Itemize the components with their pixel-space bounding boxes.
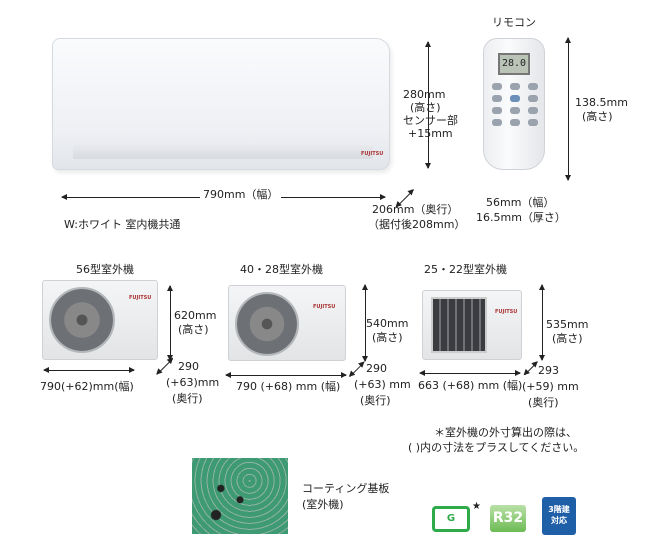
indoor-height: 280mm	[403, 88, 446, 101]
note-line2: ( )内の寸法をプラスしてください。	[408, 441, 585, 454]
indoor-sensor: センサー部	[403, 114, 458, 127]
outdoor-56-height-arrow	[167, 285, 173, 361]
outdoor-25-height-label: (高さ)	[552, 332, 583, 345]
note-line1: ＊室外機の外寸算出の際は、	[434, 426, 577, 439]
three-story-label: 3階建	[548, 505, 570, 514]
pcb-sublabel: (室外機)	[302, 498, 344, 511]
outdoor-56-depth: 290	[178, 360, 199, 373]
remote-height-arrow	[565, 37, 571, 181]
outdoor-40-height: 540mm	[366, 317, 409, 330]
outdoor-25-image: FUJITSU	[422, 290, 522, 360]
three-story-label2: 対応	[551, 516, 567, 525]
outdoor-40-image: FUJITSU	[228, 285, 346, 361]
outdoor-25-title: 25・22型室外機	[424, 263, 507, 276]
remote-height: 138.5mm	[575, 96, 628, 109]
outdoor-40-height-arrow	[362, 284, 368, 362]
outdoor-25-depth-label: (奥行)	[528, 396, 559, 409]
indoor-unit-image: FUJITSU	[52, 38, 390, 170]
outdoor-40-depth-arrow	[349, 362, 365, 377]
indoor-depth: 206mm（奥行）	[372, 203, 459, 216]
outdoor-56-depth-label: (奥行)	[172, 392, 203, 405]
outdoor-56-width: 790(+62)mm(幅)	[40, 380, 134, 393]
pcb-label: コーティング基板	[302, 482, 390, 495]
outdoor-25-width: 663 (+68) mm (幅)	[418, 379, 523, 392]
r32-badge-icon: R32	[490, 505, 526, 532]
outdoor-25-height: 535mm	[546, 318, 589, 331]
color-note: W:ホワイト 室内機共通	[64, 218, 181, 231]
star-mark: ★	[472, 501, 481, 512]
three-story-badge-icon: 3階建 対応	[542, 497, 576, 535]
indoor-sensor-add: +15mm	[408, 127, 453, 140]
remote-screen: 28.0	[498, 53, 530, 75]
remote-height-label: (高さ)	[582, 110, 613, 123]
outdoor-56-depth-add: (+63)mm	[166, 376, 220, 389]
outdoor-40-depth-label: (奥行)	[360, 394, 391, 407]
outdoor-40-height-label: (高さ)	[372, 331, 403, 344]
outdoor-56-depth-arrow	[156, 358, 174, 375]
outdoor-25-depth-arrow	[524, 361, 538, 376]
outdoor-25-height-arrow	[539, 284, 545, 361]
indoor-height-arrow	[425, 41, 431, 169]
outdoor-56-width-arrow	[43, 367, 135, 373]
outdoor-56-image: FUJITSU	[42, 280, 158, 360]
outdoor-25-depth: 293	[538, 364, 559, 377]
remote-width: 56mm（幅）	[486, 196, 555, 209]
outdoor-40-title: 40・28型室外機	[240, 263, 323, 276]
indoor-width: 790mm（幅）	[200, 188, 282, 202]
indoor-height-label: (高さ)	[410, 101, 441, 114]
outdoor-56-title: 56型室外機	[76, 263, 134, 276]
indoor-depth-installed: （据付後208mm）	[368, 218, 466, 231]
remote-title: リモコン	[492, 16, 536, 29]
outdoor-25-depth-add: (+59) mm	[522, 380, 579, 393]
outdoor-40-width-arrow	[225, 372, 347, 378]
outdoor-25-width-arrow	[419, 370, 521, 376]
brand-logo: FUJITSU	[361, 151, 384, 157]
remote-image: 28.0	[483, 38, 545, 170]
green-g-badge-icon: G	[432, 506, 470, 532]
outdoor-40-width: 790 (+68) mm (幅)	[236, 380, 341, 393]
outdoor-40-depth: 290	[366, 362, 387, 375]
indoor-unit-panel	[73, 145, 373, 159]
remote-thickness: 16.5mm（厚さ）	[476, 211, 566, 224]
outdoor-40-depth-add: (+63) mm	[354, 378, 411, 391]
outdoor-56-height-label: (高さ)	[178, 323, 209, 336]
coated-pcb-image	[192, 458, 288, 534]
outdoor-56-height: 620mm	[174, 309, 217, 322]
